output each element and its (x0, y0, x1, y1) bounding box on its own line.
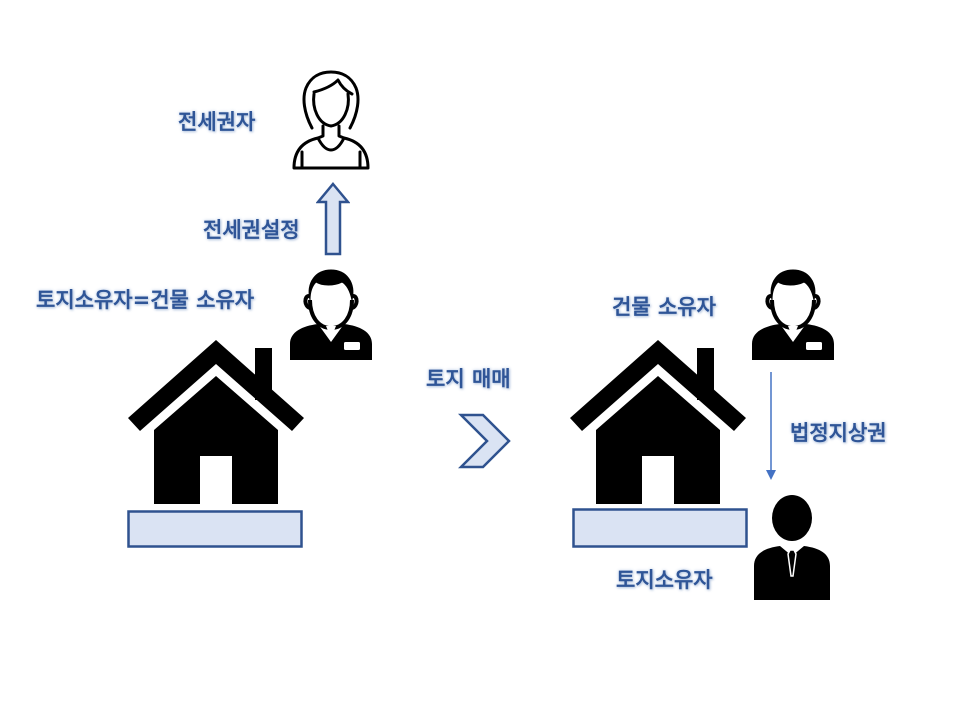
house-icon (570, 338, 746, 504)
businessman-icon (288, 266, 374, 362)
land-building-owner-label: 토지소유자=건물 소유자 (36, 288, 255, 312)
man-suit-icon (750, 494, 834, 602)
jeonse-setup-label: 전세권설정 (203, 218, 300, 242)
chevron-right-icon (458, 412, 512, 470)
statutory-superficies-label: 법정지상권 (790, 421, 887, 445)
building-owner-label: 건물 소유자 (612, 295, 716, 319)
land-plot-box (127, 510, 303, 548)
woman-person-icon (290, 68, 372, 172)
house-icon (128, 338, 304, 504)
businessman-icon (750, 266, 836, 362)
land-plot-box (572, 508, 748, 548)
land-owner-label: 토지소유자 (616, 568, 713, 592)
arrow-up-icon (316, 182, 350, 256)
land-sale-label: 토지 매매 (426, 367, 511, 391)
jeonse-holder-label: 전세권자 (178, 110, 256, 134)
arrow-down-icon (764, 372, 778, 482)
